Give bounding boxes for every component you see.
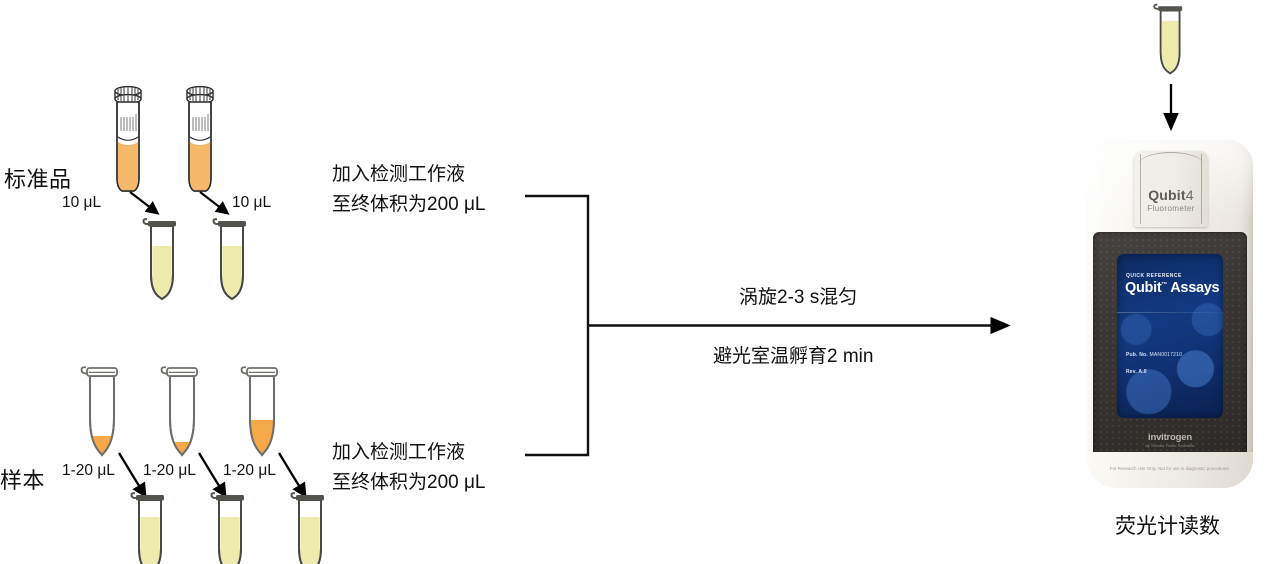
main-arrow-label-above: 涡旋2-3 s混匀 — [739, 287, 858, 308]
transfer-arrow-standard-2 — [199, 191, 230, 215]
volume-label-sample-1: 1-20 μL — [62, 462, 115, 479]
measurement-tube — [1153, 3, 1183, 75]
standard-stock-tube-1 — [114, 85, 142, 192]
load-down-arrow — [1163, 84, 1179, 132]
lid-arc-detail — [1138, 152, 1204, 165]
device-touchscreen[interactable]: QUICK REFERENCE Qubit™ Assays Pub. No. M… — [1117, 254, 1223, 418]
row-label-standards: 标准品 — [4, 167, 72, 192]
standard-stock-tube-2 — [186, 85, 214, 192]
screen-title-suffix: Assays — [1167, 280, 1220, 296]
transfer-arrow-sample-1 — [118, 452, 147, 499]
main-arrow-label-below: 避光室温孵育2 min — [713, 346, 874, 367]
screen-title-brand: Qubit — [1125, 280, 1162, 296]
device-base — [1087, 452, 1253, 488]
readout-label: 荧光计读数 — [1115, 515, 1220, 538]
transfer-arrow-sample-3 — [278, 452, 307, 499]
invitrogen-logo: invitrogen by Thermo Fisher Scientific — [1093, 432, 1247, 448]
device-fine-print: For Research Use Only. Not for use in di… — [1110, 466, 1230, 471]
standard-assay-tube-1 — [142, 218, 176, 301]
sample-source-tube-3 — [240, 366, 278, 457]
volume-label-sample-2: 1-20 μL — [143, 462, 196, 479]
row-label-samples: 样本 — [0, 468, 46, 493]
screen-divider — [1117, 312, 1223, 313]
sample-source-tube-2 — [160, 366, 198, 457]
qubit-fluorometer-device[interactable]: Qubit4 Fluorometer QUICK REFERENCE Qubit… — [1087, 140, 1253, 488]
screen-publication-number: Pub. No. MAN0017210 — [1126, 352, 1182, 358]
screen-title: Qubit™ Assays — [1125, 280, 1220, 296]
samples-step-line1: 加入检测工作液 — [332, 442, 466, 463]
sample-assay-tube-2 — [210, 492, 244, 564]
samples-step-line2: 至终体积为200 μL — [332, 472, 486, 493]
device-model-number: 4 — [1185, 187, 1194, 203]
device-screen-bezel: QUICK REFERENCE Qubit™ Assays Pub. No. M… — [1093, 232, 1247, 460]
volume-label-standard-2: 10 μL — [232, 194, 272, 211]
screen-revision: Rev. A.0 — [1126, 369, 1147, 375]
sample-assay-tube-1 — [130, 492, 164, 564]
volume-label-sample-3: 1-20 μL — [223, 462, 276, 479]
invitrogen-tagline: by Thermo Fisher Scientific — [1145, 444, 1195, 448]
device-brand-name: Qubit — [1148, 187, 1186, 203]
screen-pub-value: MAN0017210 — [1149, 352, 1183, 358]
merge-bracket-and-main-arrow — [525, 194, 1011, 457]
standards-step-line1: 加入检测工作液 — [332, 164, 466, 185]
device-sample-lid[interactable]: Qubit4 Fluorometer — [1134, 151, 1208, 227]
lid-branding: Qubit4 Fluorometer — [1134, 187, 1208, 213]
transfer-arrow-sample-2 — [198, 452, 227, 499]
screen-pub-label: Pub. No. — [1126, 352, 1148, 358]
volume-label-standard-1: 10 μL — [62, 194, 102, 211]
screen-title-tm: ™ — [1161, 282, 1168, 289]
standard-assay-tube-2 — [212, 218, 246, 301]
transfer-arrow-standard-1 — [129, 191, 160, 215]
invitrogen-wordmark: invitrogen — [1148, 432, 1192, 443]
sample-assay-tube-3 — [290, 492, 324, 564]
device-model-subtitle: Fluorometer — [1147, 204, 1195, 213]
standards-step-line2: 至终体积为200 μL — [332, 194, 486, 215]
sample-source-tube-1 — [80, 366, 118, 457]
screen-quick-reference-label: QUICK REFERENCE — [1126, 273, 1182, 279]
